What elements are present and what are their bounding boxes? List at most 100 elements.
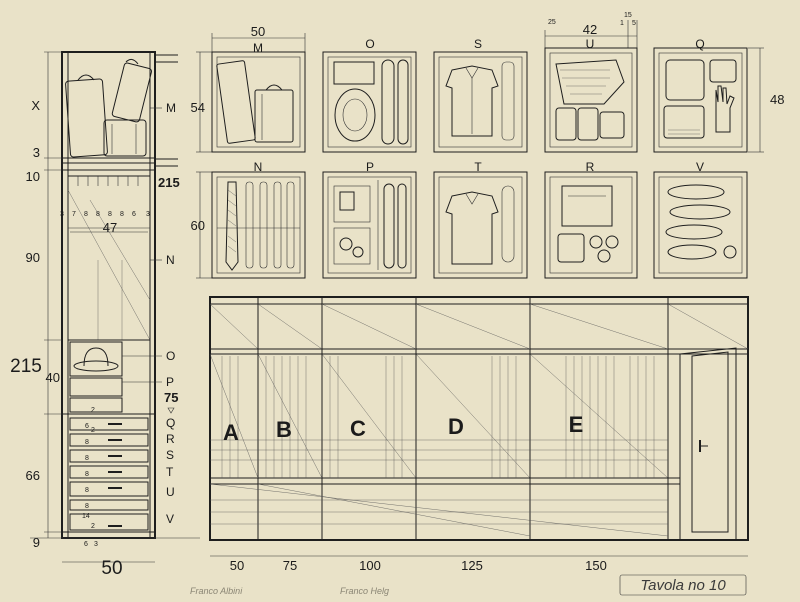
svg-text:O: O <box>166 349 175 363</box>
dim-detail-q: 48 <box>770 92 784 107</box>
svg-text:8: 8 <box>84 211 88 218</box>
svg-text:14: 14 <box>82 513 90 520</box>
panel-label-v: V <box>696 160 704 174</box>
dim-u-left: 25 <box>548 19 556 26</box>
dim-detail-u: 42 <box>583 22 597 37</box>
detail-panel-s <box>433 51 528 153</box>
svg-text:8: 8 <box>96 211 100 218</box>
suitcase-icon <box>65 58 152 158</box>
detail-panel-u <box>544 47 638 153</box>
bay-label-a: A <box>223 420 239 445</box>
bay-label-c: C <box>350 416 366 441</box>
sweater-icon <box>555 59 625 105</box>
bay-label-e: E <box>569 412 584 437</box>
detail-dimensions <box>196 20 764 279</box>
bottom-note-a: 6 <box>84 541 88 548</box>
panel-label-t: T <box>474 160 482 174</box>
panel-label-r: R <box>586 160 595 174</box>
detail-panel-v <box>653 171 748 279</box>
detail-panel-o <box>322 51 417 153</box>
svg-text:8: 8 <box>85 503 89 510</box>
panel-label-q: Q <box>695 37 704 51</box>
dim-u-right-c: 5 <box>632 20 636 27</box>
dim-height-40: 40 <box>46 370 60 385</box>
detail-panel-r <box>544 171 638 279</box>
svg-text:T: T <box>166 465 174 479</box>
panel-label-o: O <box>365 37 374 51</box>
bay-width-50: 50 <box>230 558 244 573</box>
svg-text:Q: Q <box>166 416 175 430</box>
hanger-icon <box>77 176 139 186</box>
panel-label-u: U <box>586 37 595 51</box>
svg-text:U: U <box>166 485 175 499</box>
dim-height-10: 10 <box>26 169 40 184</box>
detail-panel-q <box>653 47 748 153</box>
glove-icon <box>715 85 735 133</box>
svg-text:8: 8 <box>85 471 89 478</box>
drawer-stack <box>69 417 149 531</box>
svg-text:8: 8 <box>108 211 112 218</box>
suitcase-icon <box>216 60 294 144</box>
bay-width-100: 100 <box>359 558 381 573</box>
dim-upper-height: 215 <box>158 175 180 190</box>
vertical-dimension-chain <box>30 51 200 539</box>
panel-label-n: N <box>254 160 263 174</box>
bay-width-75: 75 <box>283 558 297 573</box>
svg-text:N: N <box>166 253 175 267</box>
detail-panel-n <box>211 171 306 279</box>
hat-icon <box>73 347 119 372</box>
dim-inner-width: 47 <box>103 220 117 235</box>
dim-height-3: 3 <box>33 145 40 160</box>
sheet-title: Tavola no 10 <box>640 577 726 594</box>
svg-text:8: 8 <box>120 211 124 218</box>
open-door <box>679 347 737 541</box>
bay-width-125: 125 <box>461 558 483 573</box>
svg-text:S: S <box>166 448 174 462</box>
signature-albini: Franco Albini <box>190 586 243 596</box>
svg-text:2: 2 <box>91 523 95 530</box>
dim-u-right-b: 1 <box>620 20 624 27</box>
svg-text:7: 7 <box>72 211 76 218</box>
panel-label-p: P <box>366 160 374 174</box>
dim-height-90: 90 <box>26 250 40 265</box>
dim-u-right-a: 15 <box>624 12 632 19</box>
rod-spacing: 3 7 8 8 8 8 6 3 <box>60 211 150 218</box>
bay-label-d: D <box>448 414 464 439</box>
svg-text:8: 8 <box>85 439 89 446</box>
svg-text:M: M <box>166 101 176 115</box>
svg-text:V: V <box>166 512 174 526</box>
top-label: X <box>31 98 40 113</box>
dim-detail-m: 54 <box>191 100 205 115</box>
detail-panel-m <box>211 51 306 153</box>
panel-label-m: M <box>253 41 263 55</box>
dim-height-9: 9 <box>33 535 40 550</box>
svg-text:3: 3 <box>60 211 64 218</box>
bay-width-150: 150 <box>585 558 607 573</box>
svg-text:P: P <box>166 375 174 389</box>
drawer-numbers: 2 6 8 8 8 8 8 14 2 2 <box>82 407 95 530</box>
dim-detail-n: 60 <box>191 218 205 233</box>
dim-section-width: 50 <box>101 558 122 579</box>
section-letters: M N O P Q R S T U V <box>122 101 176 526</box>
shoe-icon <box>665 184 737 260</box>
svg-text:2: 2 <box>91 427 95 434</box>
svg-text:6: 6 <box>132 211 136 218</box>
svg-text:2: 2 <box>91 407 95 414</box>
detail-panel-p <box>322 171 417 279</box>
shirt-icon <box>445 191 499 265</box>
dim-detail-width: 50 <box>251 24 265 39</box>
svg-text:6: 6 <box>85 423 89 430</box>
signature-helg: Franco Helg <box>340 586 389 596</box>
dim-lower-height: 75 <box>164 390 178 405</box>
panel-label-s: S <box>474 37 482 51</box>
dim-total-height: 215 <box>10 356 42 377</box>
front-elevation <box>209 296 749 541</box>
shirt-icon <box>445 65 499 137</box>
tie-icon <box>225 181 295 271</box>
svg-text:R: R <box>166 432 175 446</box>
dim-height-66: 66 <box>26 468 40 483</box>
bay-label-b: B <box>276 417 292 442</box>
svg-text:8: 8 <box>85 455 89 462</box>
svg-text:8: 8 <box>85 487 89 494</box>
